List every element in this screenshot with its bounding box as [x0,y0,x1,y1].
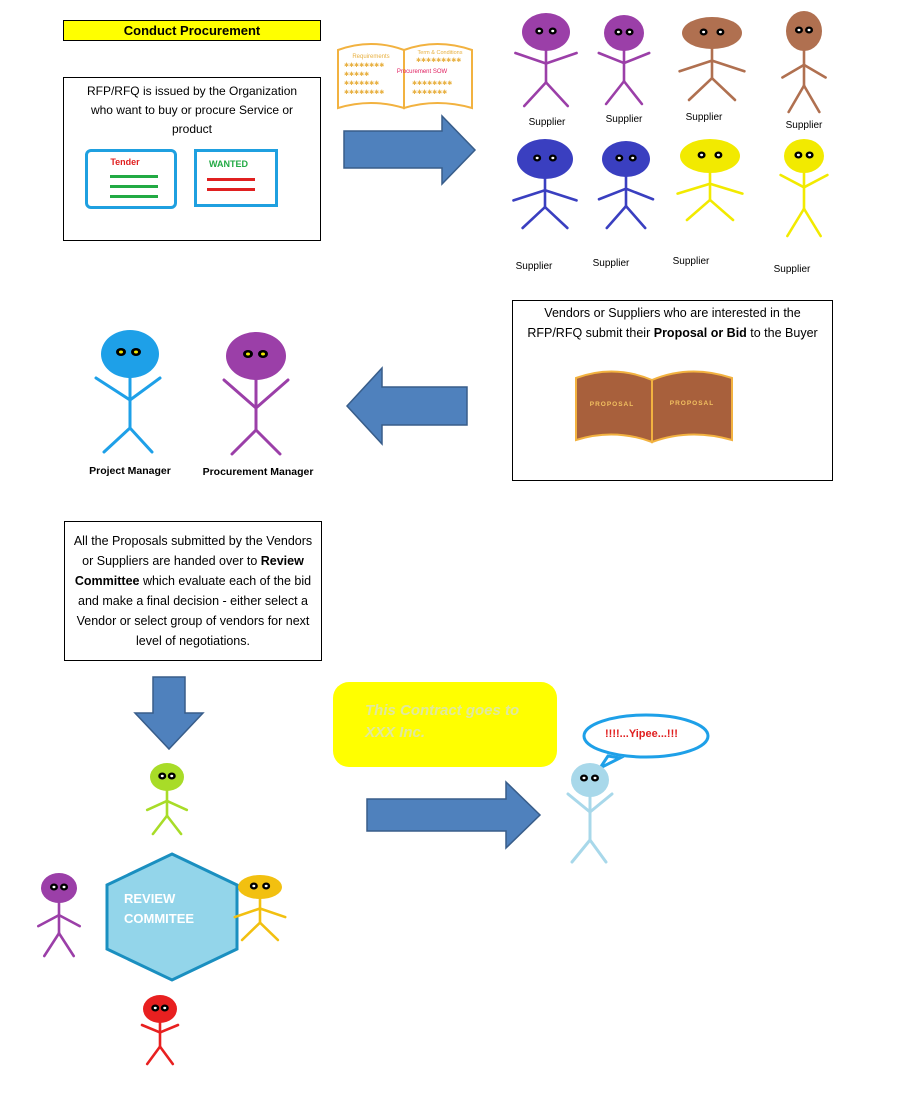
svg-text:✱✱✱✱✱✱✱✱: ✱✱✱✱✱✱✱✱ [412,80,452,87]
speech-bubble [582,713,710,772]
tender-card-title: Tender [110,157,140,167]
step3-text: All the Proposals submitted by the Vendo… [65,522,321,651]
committee-member-bottom [140,995,180,1066]
committee-member-top [145,763,189,836]
wanted-card-title: WANTED [209,159,248,169]
step2-text-post: to the Buyer [746,326,818,340]
speech-text: !!!!...Yipee...!!! [605,728,678,740]
svg-text:✱✱✱✱✱✱✱✱✱: ✱✱✱✱✱✱✱✱✱ [416,57,461,64]
svg-text:✱✱✱✱✱: ✱✱✱✱✱ [344,71,369,78]
book-left-heading: Requirements [352,54,389,60]
step2-text: Vendors or Suppliers who are interested … [513,301,832,343]
procurement-manager-figure [222,332,290,456]
supplier-figure [597,15,651,106]
page-title: Conduct Procurement [63,20,321,41]
supplier-label: Supplier [605,114,643,125]
wanted-line [207,178,255,181]
tender-card: Tender [85,149,177,209]
supplier-label: Supplier [515,261,553,272]
contract-line1: This Contract goes to [365,702,520,719]
step3-text-bold: Review Committee [74,554,304,588]
contract-line2: XXX Inc. [365,724,426,741]
supplier-label: Supplier [592,258,630,269]
book-center-label: Procurement SOW [397,69,448,75]
arrow-right-1 [343,114,477,186]
procurement-manager-label: Procurement Manager [202,466,314,478]
supplier-figure [678,17,746,102]
supplier-figure [512,139,578,230]
book-right-heading: Term & Conditions [418,50,463,56]
arrow-right-4 [366,780,542,850]
supplier-figure [781,11,827,114]
proposal-right-label: PROPOSAL [670,400,714,407]
winner-figure [566,763,614,864]
supplier-figure [779,139,829,238]
wanted-line [207,188,255,191]
project-manager-figure [94,330,162,454]
rfp-book: Requirements Term & Conditions Procureme… [337,43,473,110]
supplier-figure [676,139,744,222]
supplier-label: Supplier [672,256,710,267]
supplier-label: Supplier [773,264,811,275]
proposal-left-label: PROPOSAL [590,401,634,408]
step3-text-post: which evaluate each of the bid and make … [76,574,312,648]
contract-banner [333,682,557,767]
contract-text: This Contract goes to XXX Inc. [365,700,519,744]
svg-text:✱✱✱✱✱✱✱✱: ✱✱✱✱✱✱✱✱ [344,89,384,96]
step3-text-pre: All the Proposals submitted by the Vendo… [73,534,313,568]
tender-line [110,185,158,188]
wanted-card: WANTED [194,149,278,207]
project-manager-label: Project Manager [89,465,171,477]
step3-box: All the Proposals submitted by the Vendo… [64,521,322,661]
proposal-book: PROPOSAL PROPOSAL [575,370,733,444]
review-label-line2: COMMITEE [124,911,195,926]
supplier-label: Supplier [785,120,823,131]
supplier-figure [597,141,655,230]
svg-text:✱✱✱✱✱✱✱: ✱✱✱✱✱✱✱ [412,89,447,96]
tender-line [110,195,158,198]
review-hexagon [105,852,239,982]
arrow-left-2 [345,366,468,446]
book-stars: ✱✱✱✱✱✱✱✱✱✱✱✱✱✱✱✱✱✱✱✱✱✱✱✱✱✱✱✱ ✱✱✱✱✱✱✱✱✱✱✱… [344,57,461,96]
committee-member-right [233,875,287,942]
svg-text:✱✱✱✱✱✱✱✱: ✱✱✱✱✱✱✱✱ [344,62,384,69]
committee-member-left [36,873,82,958]
step2-text-pre: Vendors or Suppliers who are interested … [527,306,801,340]
svg-text:✱✱✱✱✱✱✱: ✱✱✱✱✱✱✱ [344,80,379,87]
supplier-figure [514,13,578,108]
review-committee-label: REVIEW COMMITEE [124,889,194,929]
step2-text-bold: Proposal or Bid [653,326,747,340]
supplier-label: Supplier [528,117,566,128]
arrow-down-3 [133,676,205,751]
step1-text: RFP/RFQ is issued by the Organization wh… [86,84,298,136]
tender-line [110,175,158,178]
review-label-line1: REVIEW [124,891,176,906]
supplier-label: Supplier [685,112,723,123]
